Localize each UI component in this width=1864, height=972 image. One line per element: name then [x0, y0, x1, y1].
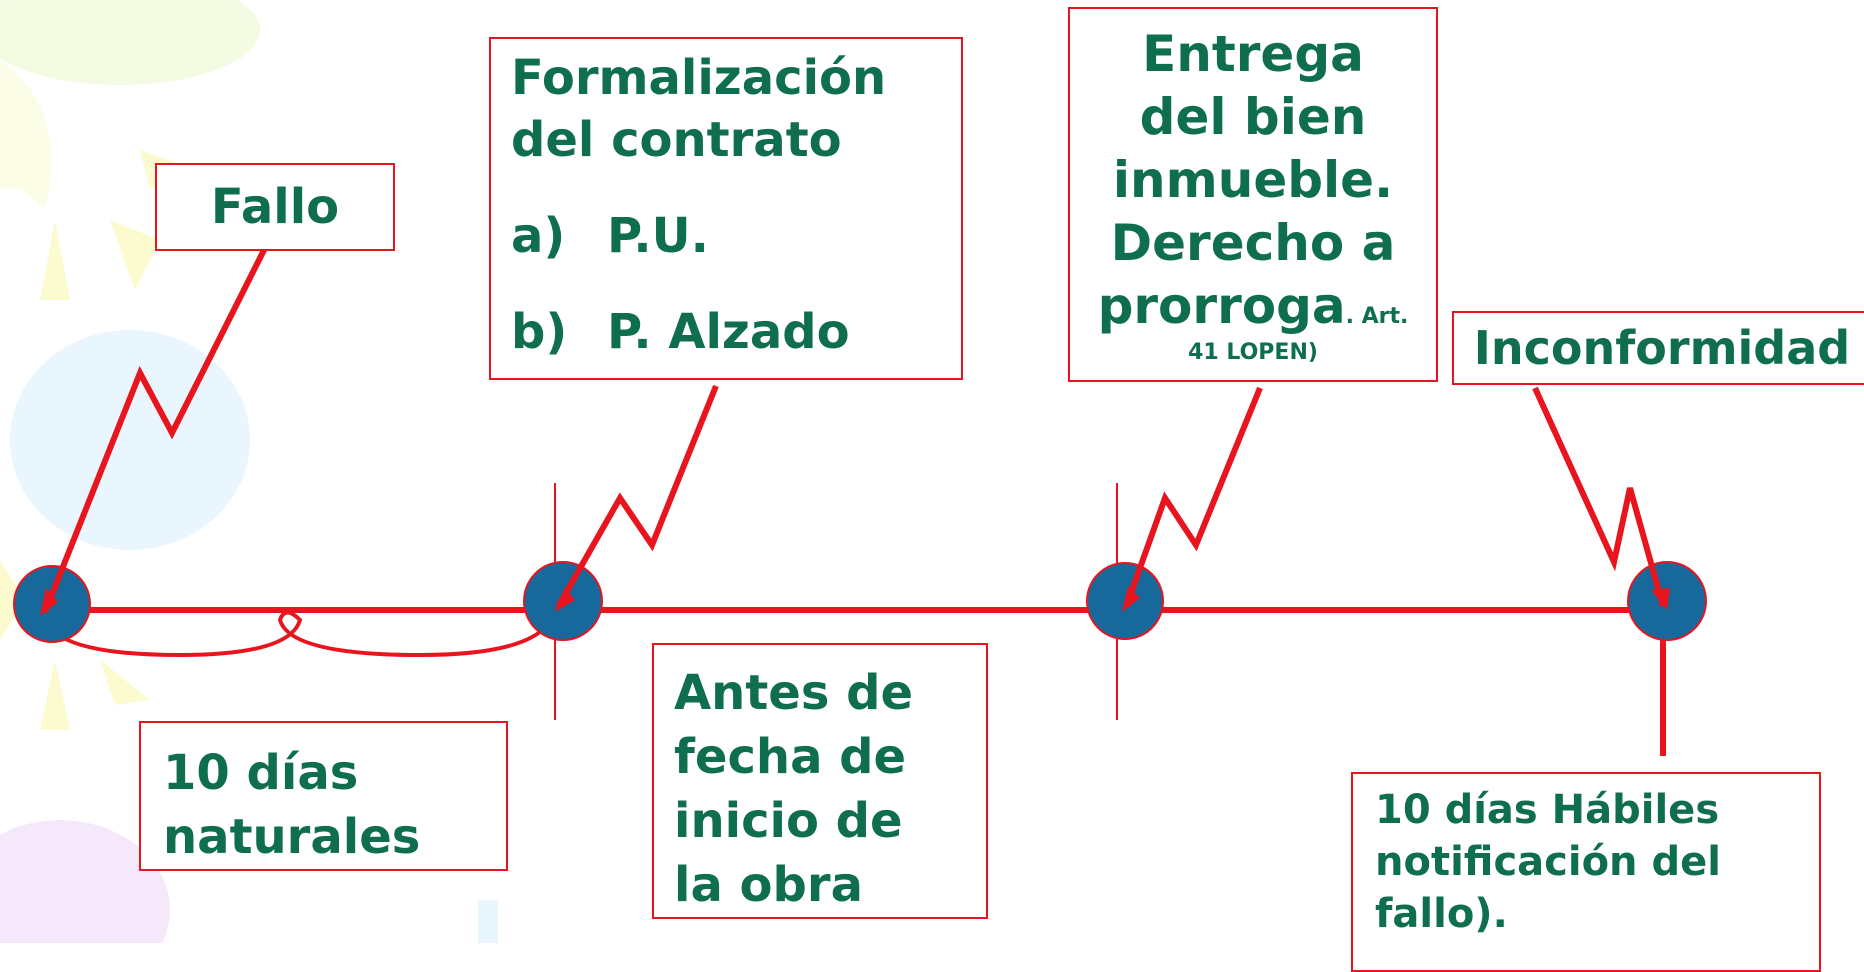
callout-arrow-entrega [1123, 386, 1263, 609]
arrowhead-inconformidad [1651, 588, 1670, 610]
diez-dias-naturales-box: 10 días naturales [139, 721, 508, 871]
entrega-line-6: 41 LOPEN) [1188, 340, 1318, 365]
antes-line-4: la obra [674, 857, 863, 913]
deco-strip [478, 900, 498, 943]
formalizacion-item-a: a) P.U. [511, 205, 941, 267]
arrowhead-entrega [1122, 586, 1140, 612]
deco-ray-6 [0, 560, 25, 640]
habiles-line-2: notificación del [1375, 839, 1721, 885]
habiles-line-3: fallo). [1375, 891, 1508, 937]
antes-de-fecha-box: Antes de fecha de inicio de la obra [652, 643, 988, 919]
antes-line-3: inicio de [674, 793, 903, 849]
entrega-prorroga: prorroga [1097, 277, 1346, 335]
deco-leaf-top [0, 0, 260, 85]
inconformidad-box: Inconformidad [1452, 311, 1864, 385]
item-b-label: b) [511, 304, 568, 360]
deco-ray-1 [40, 220, 70, 300]
timeline-diagram [13, 246, 1707, 756]
item-a-text: P.U. [607, 208, 709, 264]
antes-line-2: fecha de [674, 729, 907, 785]
item-a-label: a) [511, 208, 566, 264]
fallo-label: Fallo [210, 179, 340, 235]
entrega-line-4: Derecho a [1110, 214, 1396, 272]
brace-10-dias [43, 609, 557, 658]
formalizacion-item-b: b) P. Alzado [511, 301, 941, 363]
entrega-line-2: del bien [1139, 88, 1367, 146]
entrega-art: . Art. [1345, 304, 1409, 329]
deco-swirl-left [0, 60, 52, 210]
callout-arrow-formalizacion [555, 384, 719, 609]
arrowhead-fallo [40, 588, 58, 616]
formalizacion-line-1: Formalización [511, 50, 887, 106]
entrega-line-3: inmueble. [1112, 151, 1394, 209]
formalizacion-box: Formalización del contrato a) P.U. b) P.… [489, 37, 963, 380]
entrega-box: Entrega del bien inmueble. Derecho a pro… [1068, 7, 1438, 382]
deco-bubble-purple [0, 820, 170, 943]
fallo-box: Fallo [155, 163, 395, 251]
arrowhead-formalizacion [555, 587, 575, 612]
entrega-line-1: Entrega [1142, 25, 1364, 83]
inconformidad-label: Inconformidad [1473, 321, 1851, 375]
naturales-line-1: 10 días [163, 745, 359, 801]
habiles-line-1: 10 días Hábiles [1375, 787, 1720, 833]
naturales-line-2: naturales [163, 809, 421, 865]
diez-dias-habiles-box: 10 días Hábiles notificación del fallo). [1351, 772, 1821, 972]
item-b-text: P. Alzado [607, 304, 850, 360]
deco-bubble-blue [10, 330, 250, 550]
antes-line-1: Antes de [674, 665, 914, 721]
deco-ray-2 [110, 220, 160, 290]
entrega-line-5: prorroga. Art. [1070, 275, 1436, 338]
callout-arrow-inconformidad [1532, 386, 1666, 607]
deco-ray-5 [100, 660, 150, 705]
callout-arrow-fallo [42, 246, 268, 614]
deco-ray-4 [40, 660, 70, 730]
formalizacion-line-2: del contrato [511, 112, 842, 168]
